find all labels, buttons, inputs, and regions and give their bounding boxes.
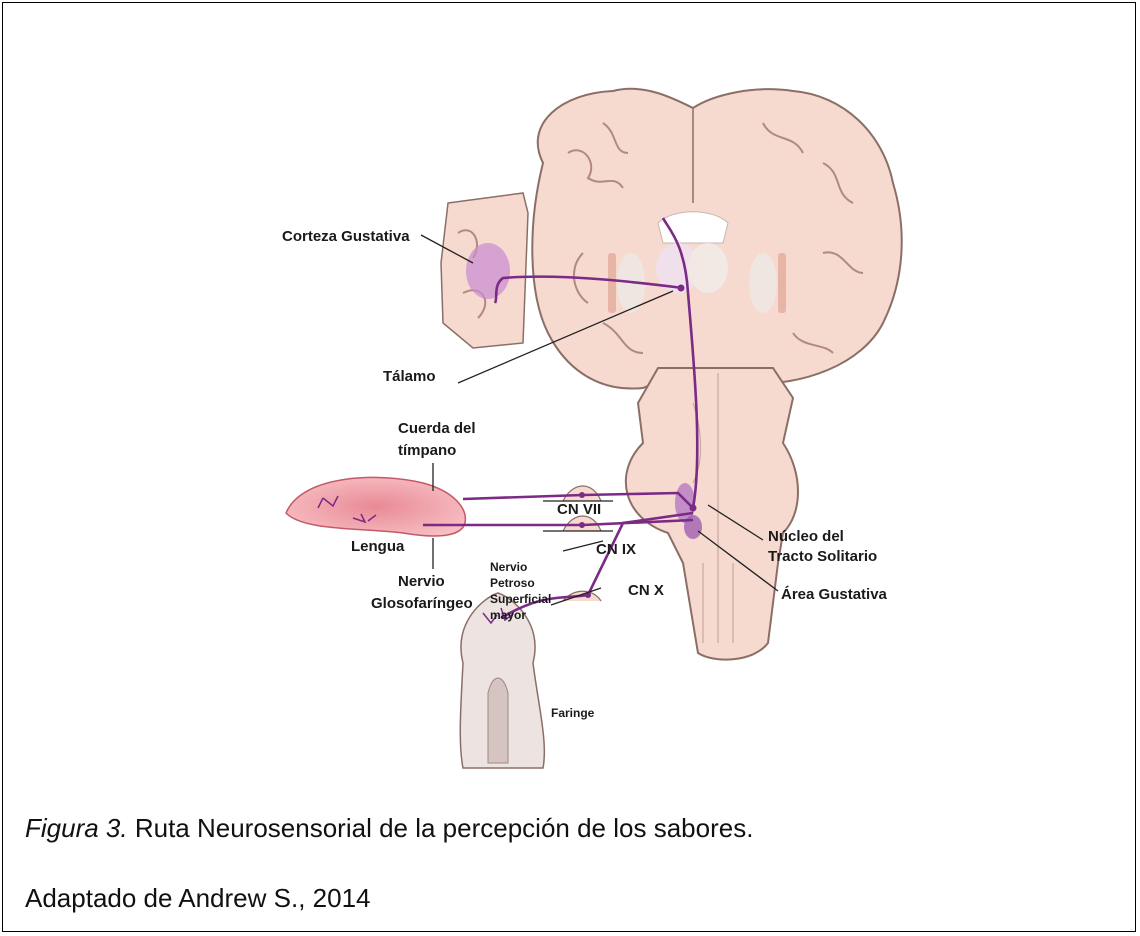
- faringe-label: Faringe: [551, 706, 595, 720]
- petroso-label-line1: Nervio: [490, 560, 527, 574]
- glosofaringeo-label-line1: Nervio: [398, 573, 445, 590]
- petroso-label-line3: Superficial: [490, 592, 551, 606]
- caption-text: Ruta Neurosensorial de la percepción de …: [128, 813, 754, 843]
- brain-coronal-section: [532, 89, 901, 389]
- tongue: [286, 477, 465, 536]
- figure-caption: Figura 3. Ruta Neurosensorial de la perc…: [25, 813, 753, 844]
- cortex-taste-area: [466, 243, 510, 299]
- taste-pathway-diagram: Corteza Gustativa Tálamo Cuerda del tímp…: [3, 3, 1137, 803]
- figure-number: Figura 3.: [25, 813, 128, 843]
- gustatory-area: [684, 515, 702, 539]
- brainstem: [626, 368, 798, 660]
- gustatory-cortex-slice: [441, 193, 528, 348]
- cuerda-label-line2: tímpano: [398, 442, 456, 459]
- area-gustativa-label: Área Gustativa: [781, 586, 888, 603]
- petroso-label-line4: mayor: [490, 608, 526, 622]
- corteza-label: Corteza Gustativa: [282, 228, 410, 245]
- cn10-label: CN X: [628, 582, 664, 599]
- cn7-label: CN VII: [557, 501, 601, 518]
- cuerda-label-line1: Cuerda del: [398, 420, 476, 437]
- nucleo-label-line1: Núcleo del: [768, 528, 844, 545]
- nucleo-label-line2: Tracto Solitario: [768, 548, 877, 565]
- petroso-label-line2: Petroso: [490, 576, 535, 590]
- lengua-label: Lengua: [351, 538, 405, 555]
- figure-credit: Adaptado de Andrew S., 2014: [25, 883, 371, 914]
- glosofaringeo-label-line2: Glosofaríngeo: [371, 595, 473, 612]
- cn9-label: CN IX: [596, 541, 636, 558]
- talamo-label: Tálamo: [383, 368, 436, 385]
